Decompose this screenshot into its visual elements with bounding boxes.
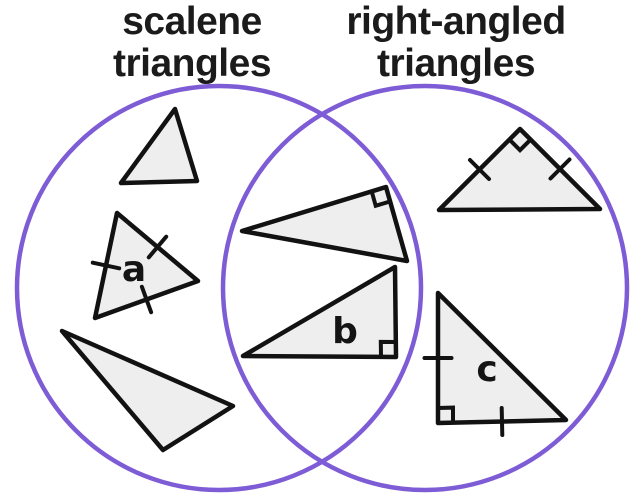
right-angle-mark [507, 138, 533, 154]
tick-mark [90, 260, 122, 271]
large-scalene-triangle-shape [59, 328, 236, 453]
shapes-layer: a b c [14, 83, 630, 493]
triangle-c: c [422, 290, 569, 437]
right-angle-mark [369, 190, 391, 209]
left-set-title-line2: triangles [113, 42, 271, 85]
tick-mark [548, 157, 572, 181]
triangle-b-label: b [332, 311, 358, 352]
intersection-top-right-triangle-shape [239, 184, 410, 264]
right-circle [220, 83, 630, 493]
tick-mark [499, 406, 505, 437]
tick-mark [468, 158, 491, 181]
intersection-top-right-triangle [239, 184, 410, 264]
small-scalene-triangle [118, 106, 200, 186]
triangle-a-label: a [122, 249, 146, 290]
small-scalene-triangle-shape [118, 106, 200, 186]
isosceles-right-triangle-top-shape [436, 126, 603, 213]
triangle-b: b [240, 264, 399, 360]
right-set-title-line2: triangles [377, 42, 535, 85]
triangle-b-shape [240, 264, 399, 360]
triangle-c-label: c [476, 349, 497, 390]
triangle-c-shape [435, 290, 569, 426]
left-circle [14, 83, 424, 493]
right-set-title-line1: right-angled [346, 0, 565, 43]
right-angle-mark [378, 339, 396, 357]
large-scalene-triangle [59, 328, 236, 453]
left-set-title-line1: scalene [122, 0, 262, 43]
isosceles-right-triangle-top [436, 126, 603, 213]
tick-mark [139, 284, 154, 315]
triangle-a: a [90, 210, 201, 321]
tick-mark [146, 234, 169, 260]
right-angle-mark [437, 405, 455, 423]
